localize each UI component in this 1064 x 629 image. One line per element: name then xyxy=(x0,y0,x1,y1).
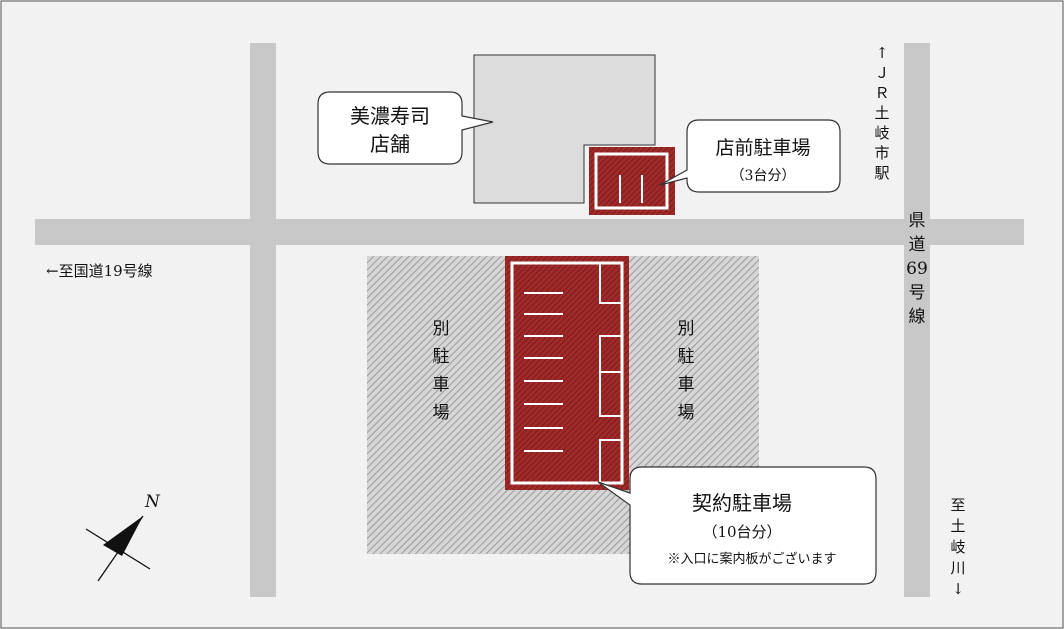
route-69-label: 県 道 69 号 線 xyxy=(906,211,928,327)
other-parking-west-char: 車 xyxy=(433,375,450,395)
north-label: N xyxy=(144,492,161,512)
toki-river-char: 至 xyxy=(950,496,965,514)
toki-river-char: 川 xyxy=(950,559,965,577)
other-parking-label-east: 別 駐 車 場 xyxy=(678,319,695,423)
front-parking-lot xyxy=(589,147,675,215)
route-69-char: 線 xyxy=(909,307,926,327)
west-road xyxy=(250,43,276,597)
jr-toki-station-label: ↑ Ｊ Ｒ 土 岐 市 駅 xyxy=(874,44,889,182)
jr-station-char: 岐 xyxy=(874,124,889,142)
jr-station-char: 市 xyxy=(874,144,889,162)
route-69-char: 道 xyxy=(909,235,926,255)
store-callout: 美濃寿司 店舗 xyxy=(317,91,494,165)
store-building xyxy=(473,54,656,204)
toki-river-label: 至 土 岐 川 ↓ xyxy=(950,496,965,598)
other-parking-east-char: 別 xyxy=(678,319,695,339)
toki-river-char: ↓ xyxy=(952,580,965,598)
front-parking-capacity: （3台分） xyxy=(731,168,796,184)
jr-station-char: 駅 xyxy=(874,164,889,182)
contract-parking-title: 契約駐車場 xyxy=(692,491,792,515)
store-name-line2: 店舗 xyxy=(370,132,410,156)
horizontal-road xyxy=(35,219,1024,245)
contract-parking-lot xyxy=(505,256,629,490)
front-parking-title: 店前駐車場 xyxy=(715,137,810,159)
other-parking-label-west: 別 駐 車 場 xyxy=(433,319,450,423)
jr-station-char: Ｒ xyxy=(874,84,889,102)
route-69-char: 県 xyxy=(909,211,926,231)
contract-parking-note: ※入口に案内板がございます xyxy=(667,551,836,567)
toki-river-char: 岐 xyxy=(950,538,965,556)
other-parking-east-char: 駐 xyxy=(678,347,695,367)
toki-river-char: 土 xyxy=(950,517,965,535)
jr-station-char: ↑ xyxy=(876,44,889,62)
jr-station-char: Ｊ xyxy=(874,64,889,82)
route-19-label: ←至国道19号線 xyxy=(46,262,153,280)
other-parking-east-char: 車 xyxy=(678,375,695,395)
other-parking-west-char: 駐 xyxy=(433,347,450,367)
front-parking-callout: 店前駐車場 （3台分） xyxy=(659,119,841,193)
other-parking-west-char: 別 xyxy=(433,319,450,339)
other-parking-west-char: 場 xyxy=(433,403,450,423)
route-69-char: 号 xyxy=(909,283,926,303)
jr-station-char: 土 xyxy=(874,104,889,122)
store-name-line1: 美濃寿司 xyxy=(350,104,430,128)
other-parking-east-char: 場 xyxy=(678,403,695,423)
prefectural-route-69 xyxy=(904,43,930,597)
north-arrow-icon: N xyxy=(85,492,161,582)
contract-parking-capacity: （10台分） xyxy=(702,523,781,541)
contract-parking-callout: 契約駐車場 （10台分） ※入口に案内板がございます xyxy=(597,466,877,585)
route-69-char: 69 xyxy=(906,259,928,279)
